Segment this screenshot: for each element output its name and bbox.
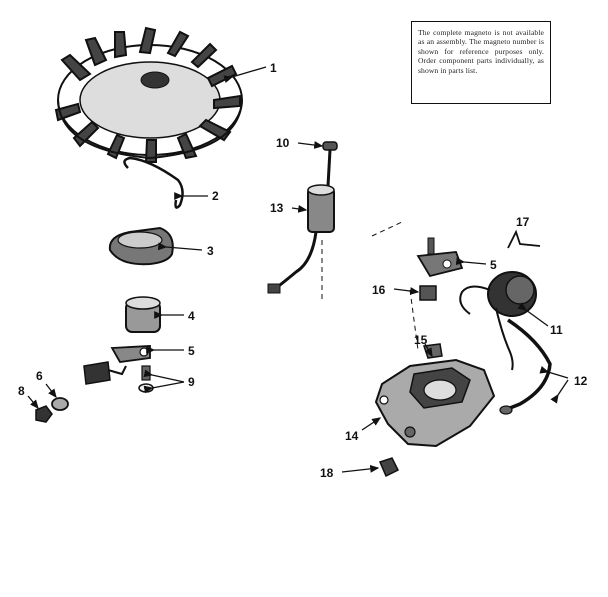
note-box: The complete magneto is not available as… — [411, 21, 551, 104]
magneto-housing-part — [374, 343, 496, 448]
wire-clip-part — [507, 229, 541, 249]
callout-8: 8 — [18, 384, 25, 398]
callout-1: 1 — [270, 61, 277, 75]
lead-wires-part — [495, 307, 552, 415]
bracket-part — [416, 237, 464, 278]
callout-6: 6 — [36, 369, 43, 383]
callout-5-right: 5 — [490, 258, 497, 272]
breaker-points-part — [83, 345, 151, 385]
terminal-block-part — [419, 285, 437, 301]
clip-part — [123, 156, 184, 209]
condenser-part — [267, 184, 335, 294]
screw-washer-part — [138, 365, 154, 393]
callout-10: 10 — [276, 136, 290, 150]
callout-14: 14 — [345, 429, 359, 443]
cover-part — [108, 226, 174, 266]
callout-15: 15 — [414, 333, 428, 347]
callout-18: 18 — [320, 466, 334, 480]
small-nut-part — [378, 457, 400, 478]
callout-12: 12 — [574, 374, 588, 388]
callout-16: 16 — [372, 283, 386, 297]
callout-17: 17 — [516, 215, 530, 229]
washer-part — [51, 397, 69, 411]
callout-9: 9 — [188, 375, 195, 389]
ignition-coil-part — [459, 271, 537, 317]
note-text: The complete magneto is not available as… — [418, 28, 544, 75]
callout-3: 3 — [207, 244, 214, 258]
callout-13: 13 — [270, 201, 284, 215]
sleeve-part — [125, 296, 161, 333]
callout-2: 2 — [212, 189, 219, 203]
callout-11: 11 — [550, 323, 563, 337]
callout-5-left: 5 — [188, 344, 195, 358]
callout-4: 4 — [188, 309, 195, 323]
flywheel-part — [54, 26, 243, 163]
nut-part — [35, 405, 53, 423]
screw-part — [322, 141, 338, 187]
